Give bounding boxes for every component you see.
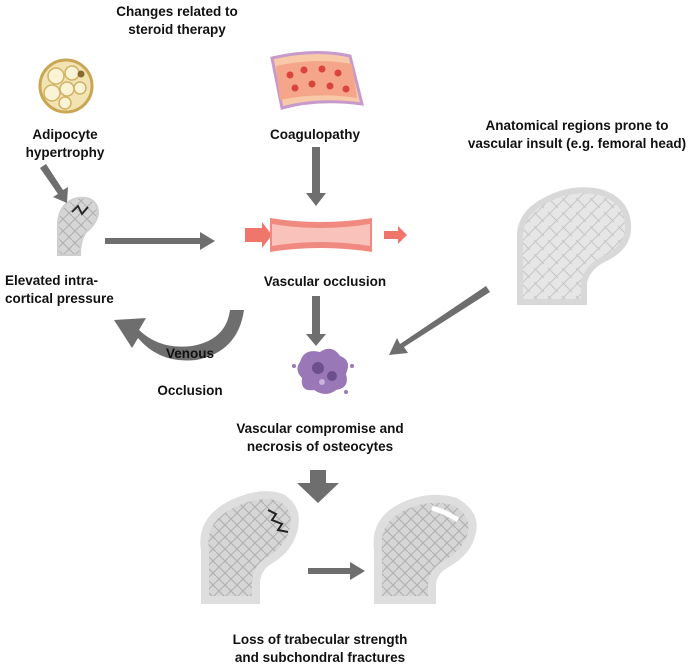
arrow-necrosis-down [297, 470, 339, 503]
steroid-therapy-title: Changes related to steroid therapy [116, 4, 238, 37]
vessel-wall-icon [270, 50, 364, 110]
osteocyte-cell-icon [292, 348, 354, 394]
arrow-adipocyte-to-femur [40, 164, 68, 203]
adipocyte-label: Adipocyte hypertrophy [25, 127, 105, 160]
necrosis-label: Vascular compromise and necrosis of oste… [236, 421, 404, 454]
venous-occlusion-curved-arrow [114, 310, 244, 361]
elevated-pressure-label: Elevated intra- cortical pressure [5, 273, 114, 306]
arrow-femur-to-femur [308, 562, 365, 580]
femoral-head-bone-icon [516, 187, 632, 305]
small-femur-icon [57, 196, 100, 256]
coagulopathy-label: Coagulopathy [270, 127, 360, 142]
loss-of-strength-label: Loss of trabecular strength and subchond… [232, 632, 408, 665]
arrow-anatomical-to-cell [389, 286, 490, 355]
adipocyte-cluster-icon [38, 58, 94, 114]
occlusion-label: Occlusion [157, 383, 223, 398]
vascular-occlusion-label: Vascular occlusion [263, 274, 387, 289]
anatomical-regions-label: Anatomical regions prone to vascular ins… [467, 118, 687, 151]
occluded-vessel-icon [245, 218, 407, 252]
fractured-femur-icon [200, 491, 299, 604]
arrow-coagulopathy-down [306, 147, 326, 206]
arrow-femur-to-vessel [105, 232, 215, 250]
arrow-occlusion-down [306, 296, 326, 346]
venous-label: Venous [165, 346, 214, 361]
collapsed-femur-icon [373, 494, 477, 604]
